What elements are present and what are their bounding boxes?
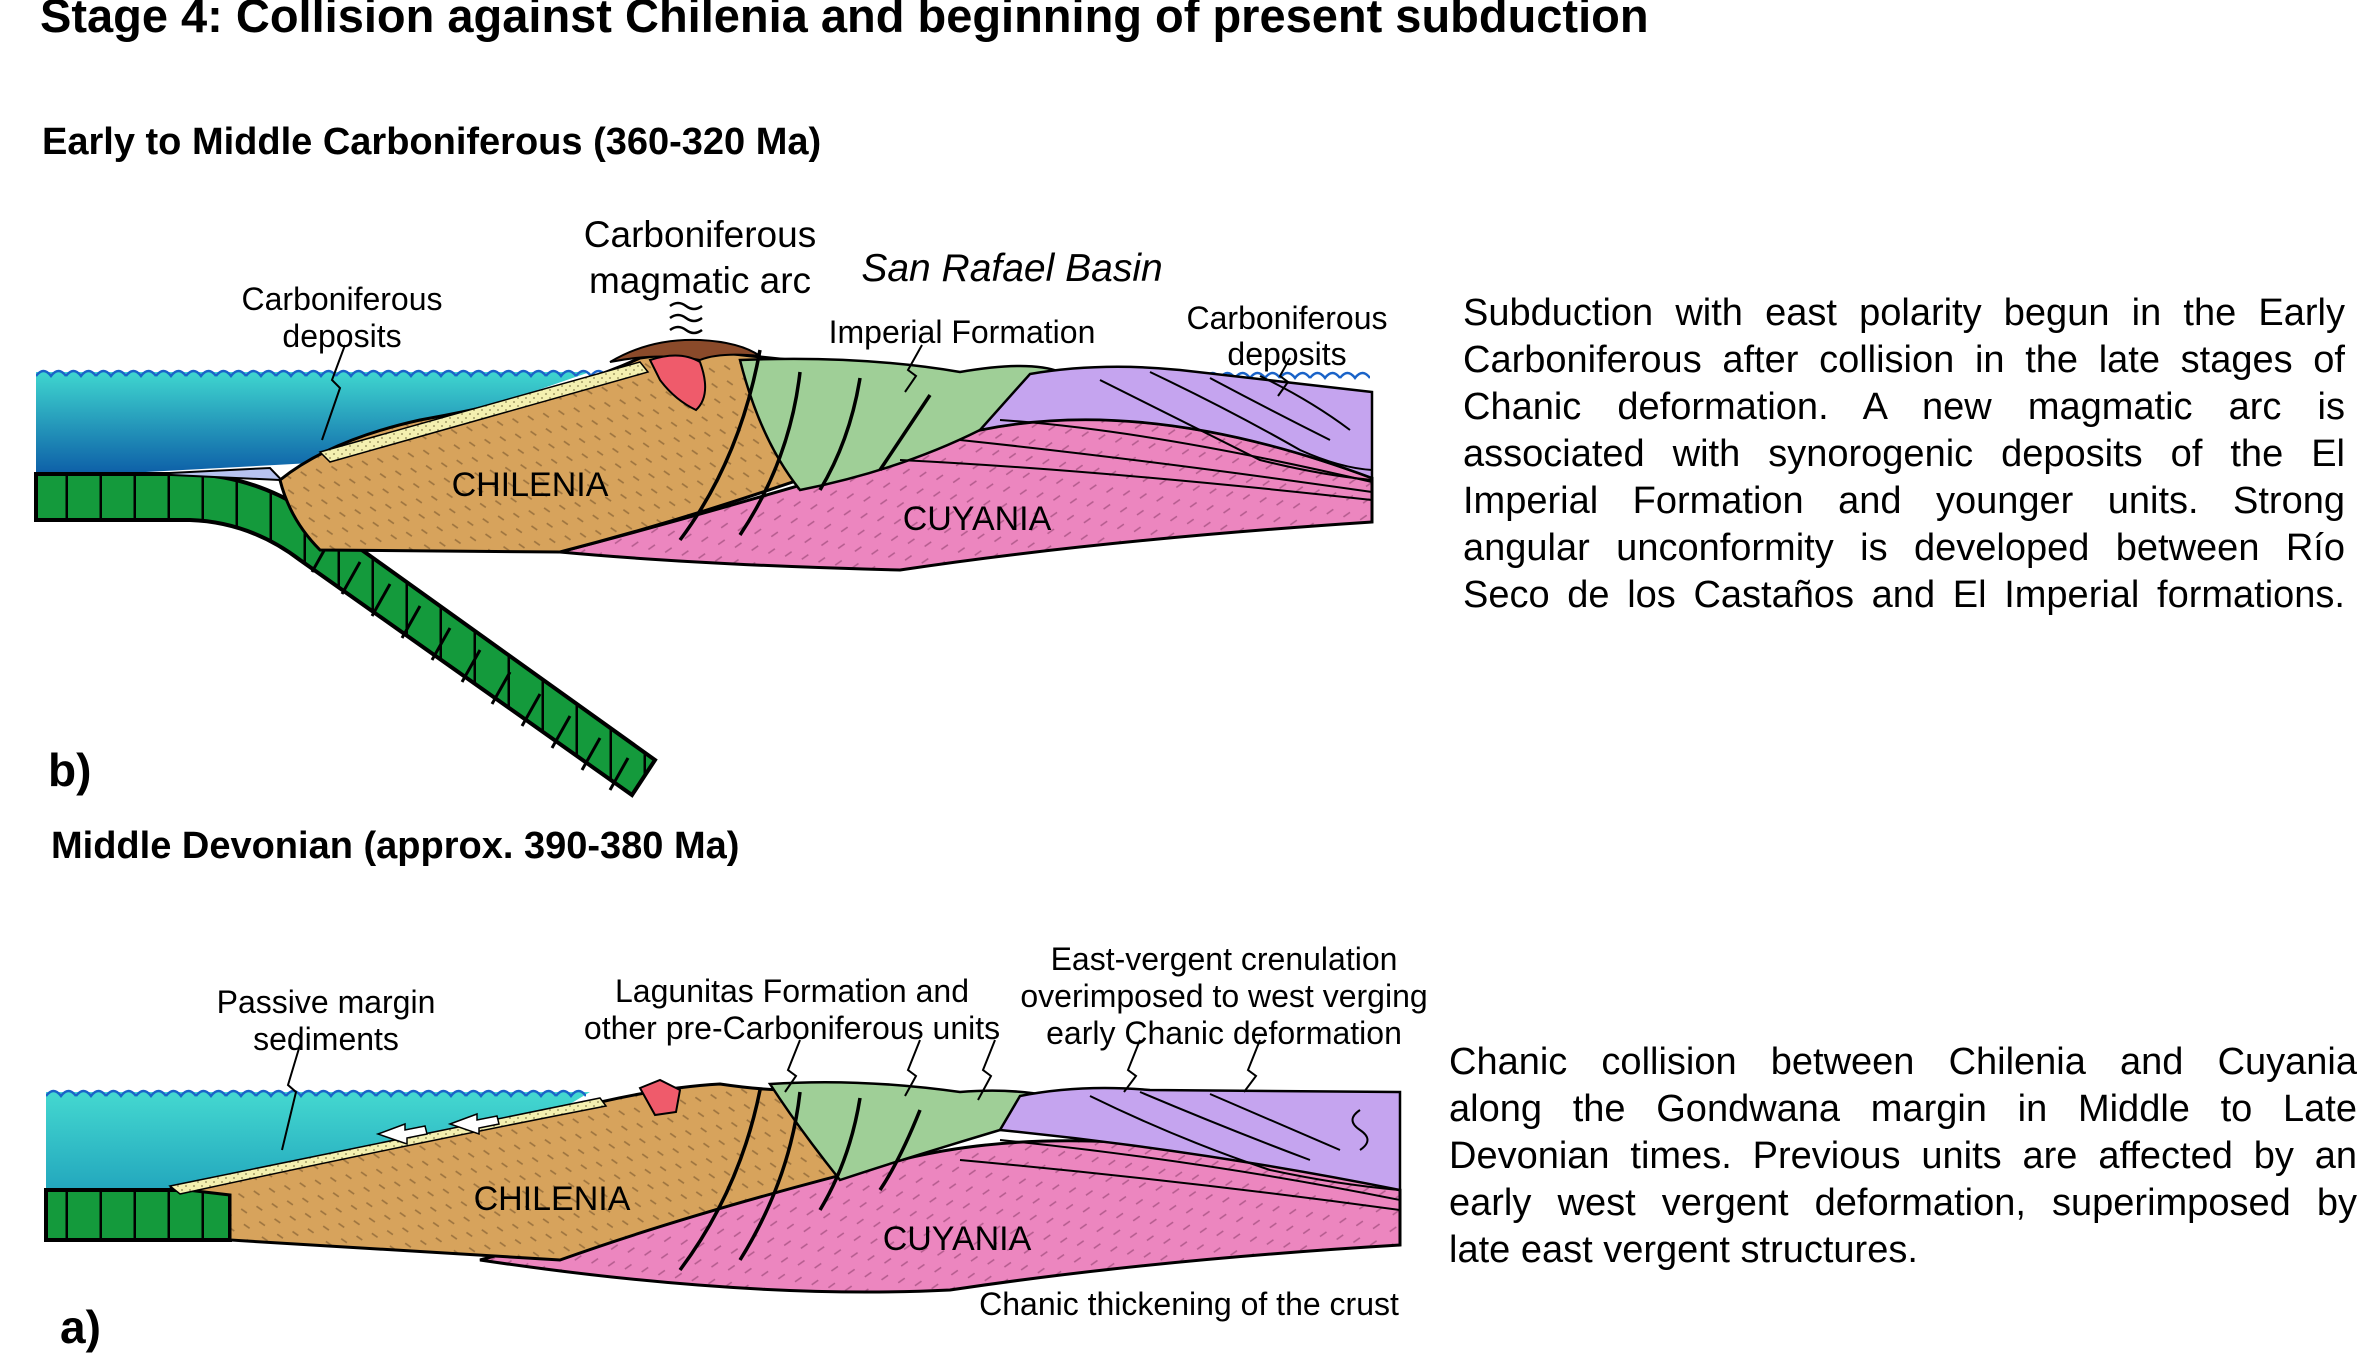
- sediment-b: [318, 361, 650, 463]
- label-imperial: Imperial Formation: [829, 314, 1096, 350]
- label-chilenia-a: CHILENIA: [474, 1180, 631, 1218]
- fold-lines-a: [959, 1091, 1401, 1211]
- chanic-belt-a: [997, 1086, 1402, 1192]
- label-deposits-left-line2: deposits: [282, 318, 401, 354]
- cross-section-b: Carboniferous magmatic arc San Rafael Ba…: [34, 214, 1388, 798]
- movement-arrow-icon: [375, 1112, 500, 1146]
- ocean-a: [46, 1092, 590, 1192]
- fault-arrow-icon: [678, 1089, 922, 1272]
- panel-b-subtitle: Early to Middle Carboniferous (360-320 M…: [42, 121, 821, 163]
- panel-b-letter: b): [48, 744, 91, 796]
- desc-line: Chanic collision between Chilenia and Cu…: [1449, 1041, 2357, 1083]
- panel-a-subtitle: Middle Devonian (approx. 390-380 Ma): [51, 825, 739, 867]
- label-chilenia-b: CHILENIA: [452, 466, 609, 504]
- magma-a: [638, 1078, 682, 1117]
- label-lagunitas-line2: other pre-Carboniferous units: [584, 1010, 1000, 1046]
- fault-arrow-icon: [678, 349, 932, 542]
- panel-a-description: Chanic collision between Chilenia and Cu…: [1449, 1039, 2357, 1274]
- fold-lines-b: [899, 371, 1373, 501]
- label-cuyania-a: CUYANIA: [883, 1220, 1032, 1258]
- volcanic-smoke-icon: [669, 301, 703, 335]
- label-cuyania-b: CUYANIA: [903, 500, 1052, 538]
- desc-line: Subduction with east polarity begun in t…: [1463, 292, 2345, 334]
- desc-line: Seco de los Castaños and El Imperial for…: [1463, 574, 2345, 616]
- desc-line: Carboniferous after collision in the lat…: [1463, 339, 2345, 381]
- chanic-belt-b: [976, 365, 1374, 480]
- panel-b-description: Subduction with east polarity begun in t…: [1463, 290, 2345, 619]
- subducting-slab-b: [34, 472, 658, 798]
- label-basin: San Rafael Basin: [861, 247, 1162, 290]
- cross-section-a: Passive margin sediments Lagunitas Forma…: [44, 941, 1428, 1322]
- label-arc-line1: Carboniferous: [584, 214, 816, 255]
- desc-line: early west vergent deformation, superimp…: [1449, 1182, 2357, 1224]
- label-thickening: Chanic thickening of the crust: [979, 1286, 1399, 1322]
- desc-line: late east vergent structures.: [1449, 1229, 1918, 1271]
- panel-a-letter: a): [60, 1301, 101, 1353]
- label-passive-line1: Passive margin: [217, 984, 436, 1020]
- label-passive-line2: sediments: [253, 1021, 399, 1057]
- desc-line: Devonian times. Previous units are affec…: [1449, 1135, 2357, 1177]
- oceanic-plate-a: [44, 1188, 232, 1242]
- label-deposits-right-line2: deposits: [1227, 336, 1346, 372]
- desc-line: associated with synorogenic deposits of …: [1463, 433, 2345, 475]
- label-lagunitas-line1: Lagunitas Formation and: [615, 973, 969, 1009]
- label-east-line2: overimposed to west verging: [1020, 978, 1427, 1014]
- ocean-b: [36, 372, 590, 478]
- desc-line: angular unconformity is developed betwee…: [1463, 527, 2345, 569]
- label-east-line1: East-vergent crenulation: [1051, 941, 1398, 977]
- desc-line: Chanic deformation. A new magmatic arc i…: [1463, 386, 2345, 428]
- page-title: Stage 4: Collision against Chilenia and …: [40, 0, 1649, 42]
- label-deposits-right-line1: Carboniferous: [1187, 300, 1388, 336]
- desc-line: along the Gondwana margin in Middle to L…: [1449, 1088, 2357, 1130]
- magma-chamber-b: [648, 354, 707, 412]
- label-deposits-left-line1: Carboniferous: [242, 281, 443, 317]
- label-arc-line2: magmatic arc: [589, 260, 811, 301]
- desc-line: Imperial Formation and younger units. St…: [1463, 480, 2345, 522]
- label-east-line3: early Chanic deformation: [1046, 1015, 1402, 1051]
